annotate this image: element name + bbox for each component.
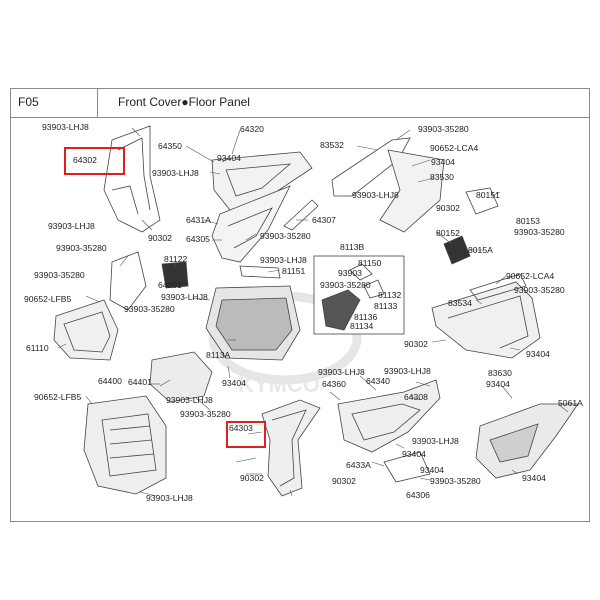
part-label-64302[interactable]: 64302 [73,155,97,165]
left-bracket-shape [109,251,189,311]
section-code: F05 [18,95,39,109]
part-label[interactable]: 81150 [358,258,382,268]
part-label[interactable]: 64308 [404,392,428,402]
part-label[interactable]: 90302 [240,473,264,483]
part-label[interactable]: 93903-LHJ8 [384,366,431,376]
part-label[interactable]: 64307 [312,215,336,225]
part-label[interactable]: 90652-LFB5 [24,294,72,304]
part-label[interactable]: 93404 [420,465,444,475]
part-label[interactable]: 93404 [222,378,246,388]
part-label[interactable]: 93903-35280 [260,231,311,241]
part-label[interactable]: 93903-LHJ8 [48,221,95,231]
part-label[interactable]: 90302 [332,476,356,486]
part-label[interactable]: 93903 [338,268,362,278]
floor-panel-right-shape [431,273,541,359]
part-label[interactable]: 81136 [354,312,378,322]
part-label[interactable]: 93903-LHJ8 [152,168,199,178]
part-label[interactable]: 83532 [320,140,344,150]
part-label[interactable]: 64350 [158,141,182,151]
part-label[interactable]: 8113B [340,242,365,252]
section-title: Front Cover●Floor Panel [118,95,250,109]
part-label[interactable]: 93903-LHJ8 [42,122,89,132]
part-label[interactable]: 93903-LHJ8 [166,395,213,405]
part-label[interactable]: 64306 [406,490,430,500]
part-label[interactable]: 93903-35280 [180,409,231,419]
part-label[interactable]: 93903-35280 [34,270,85,280]
center-inner-panel-shape [205,265,301,361]
part-label[interactable]: 93903-35280 [514,285,565,295]
watermark-text: KYMCO [238,372,320,397]
part-label[interactable]: 81134 [350,321,374,331]
left-guard-shape [53,299,119,361]
front-cover-right-shape [211,185,291,263]
undercover-shape [475,403,579,479]
part-label[interactable]: 93404 [526,349,550,359]
part-label[interactable]: 83534 [448,298,472,308]
part-label[interactable]: 93903-LHJ8 [161,292,208,302]
part-label[interactable]: 93903-35280 [56,243,107,253]
part-label[interactable]: 64400 [98,376,122,386]
part-label[interactable]: 90302 [148,233,172,243]
part-label[interactable]: 81132 [378,290,402,300]
part-label[interactable]: 81122 [164,254,188,264]
part-label[interactable]: 83530 [430,172,454,182]
part-label[interactable]: 93903-LHJ8 [318,367,365,377]
part-label[interactable]: 93404 [402,449,426,459]
part-label[interactable]: 81133 [374,301,398,311]
part-label[interactable]: 93903-LHJ8 [146,493,193,503]
part-label[interactable]: 83630 [488,368,512,378]
part-label[interactable]: 81151 [282,266,306,276]
part-label[interactable]: 64340 [366,376,390,386]
part-label[interactable]: 80153 [516,216,540,226]
part-label[interactable]: 93903-LHJ8 [412,436,459,446]
part-label[interactable]: 93903-35280 [124,304,175,314]
part-label[interactable]: 64301 [158,280,182,290]
part-label[interactable]: 80152 [436,228,460,238]
leader-lines [57,127,569,497]
part-label[interactable]: 61110 [26,343,49,353]
top-cover-shape [283,137,445,233]
part-label[interactable]: 80151 [476,190,500,200]
part-label[interactable]: 90652-LCA4 [506,271,555,281]
part-label[interactable]: 90302 [436,203,460,213]
highlight-box-64302 [64,147,125,175]
part-label[interactable]: 93404 [431,157,455,167]
part-label[interactable]: 93903-LHJ8 [260,255,307,265]
part-label[interactable]: 6433A [346,460,371,470]
part-label-64303[interactable]: 64303 [229,423,253,433]
inner-cover-left-shape [103,125,161,233]
part-label[interactable]: 93903-35280 [418,124,469,134]
detail-inset-box [313,255,405,335]
highlight-box-64303 [226,421,266,448]
part-label[interactable]: 90302 [404,339,428,349]
part-label[interactable]: 5061A [558,398,583,408]
part-label[interactable]: 93903-35280 [320,280,371,290]
part-label[interactable]: 8113A [206,350,231,360]
diagram-frame [10,117,590,522]
part-label[interactable]: 90652-LFB5 [34,392,82,402]
part-label[interactable]: 93404 [522,473,546,483]
part-label[interactable]: 64320 [240,124,264,134]
front-inner-cover-shape [83,351,213,495]
part-label[interactable]: 64401 [128,377,152,387]
part-label[interactable]: 93903-35280 [430,476,481,486]
part-label[interactable]: 6431A [186,215,211,225]
part-label[interactable]: 64305 [186,234,210,244]
part-label[interactable]: 93903-LHJ8 [352,190,399,200]
part-label[interactable]: 93404 [217,153,241,163]
part-label[interactable]: 90652-LCA4 [430,143,479,153]
part-label[interactable]: 93903-35280 [514,227,565,237]
front-cover-left-shape [261,399,321,497]
part-label[interactable]: 93404 [486,379,510,389]
part-label[interactable]: 64360 [322,379,346,389]
part-label[interactable]: 8015A [468,245,493,255]
